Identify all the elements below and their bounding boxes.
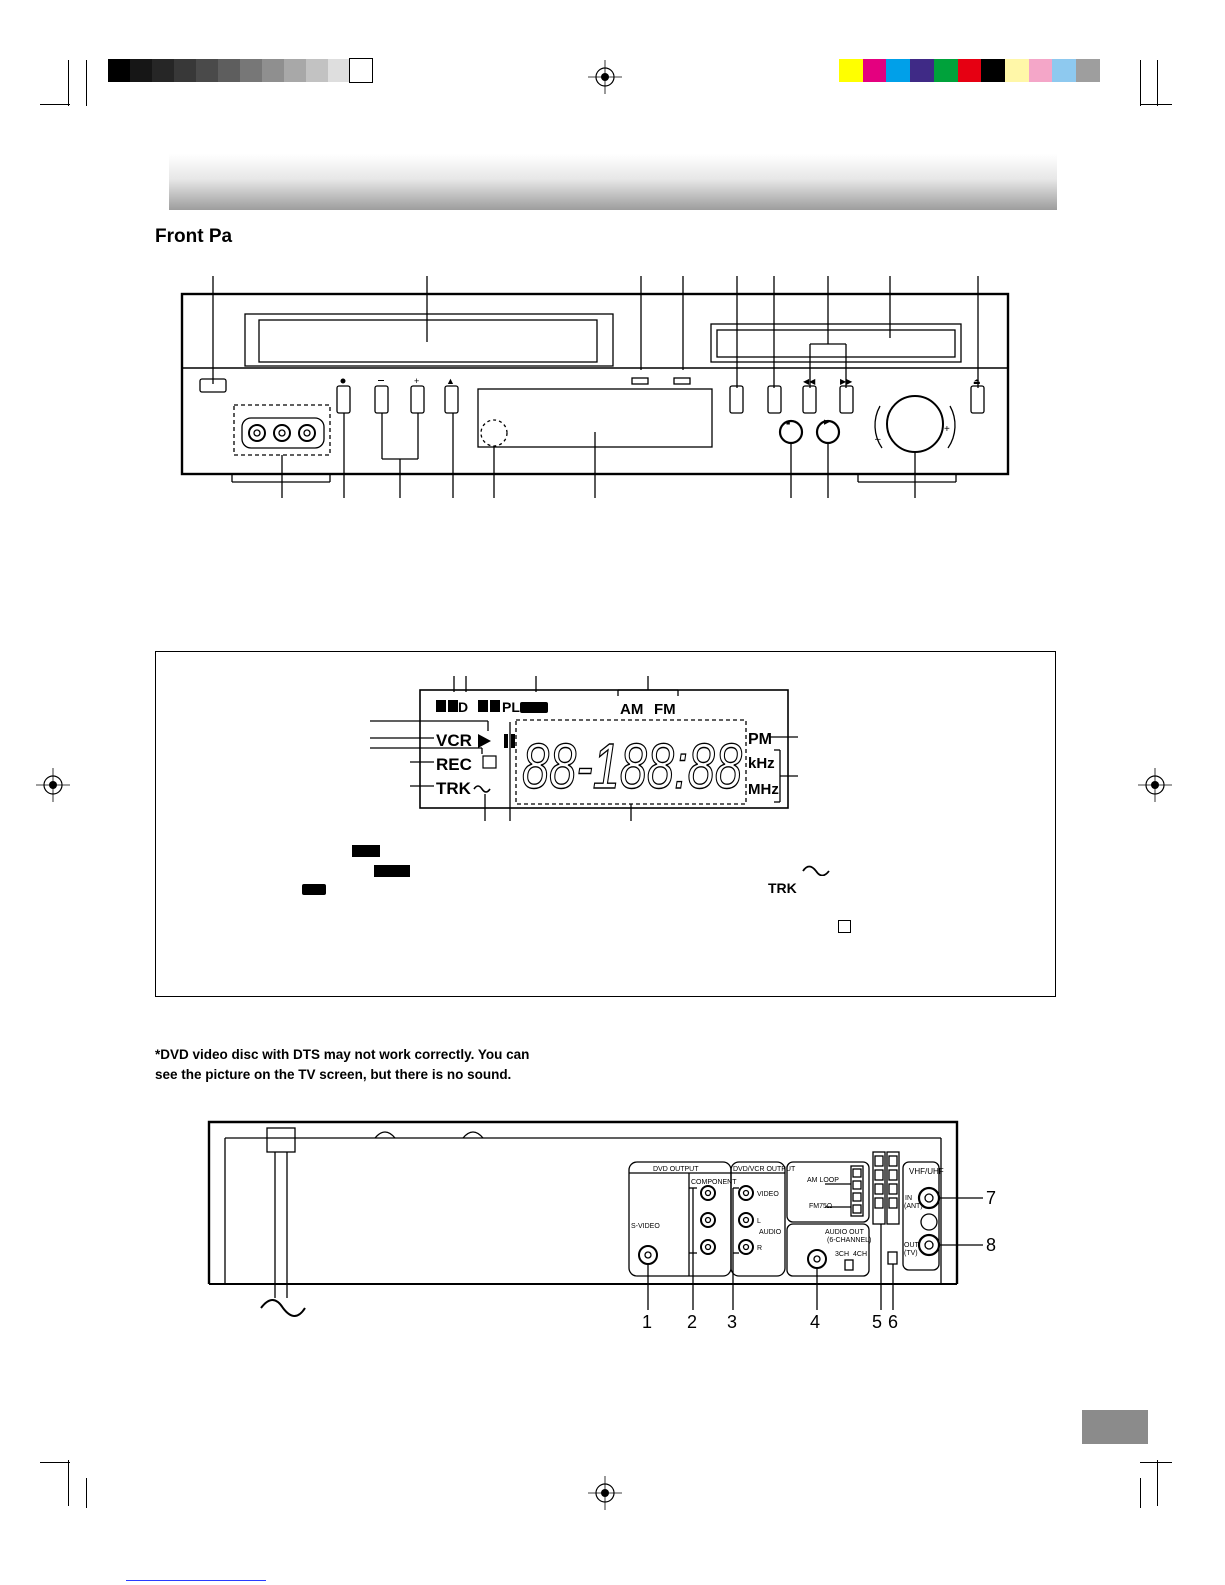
dolby-digital-legend-icon bbox=[352, 845, 380, 857]
front-panel-diagram: + ▲ ■ ▶ ◀◀ ▶▶ ⏏ – + bbox=[180, 276, 1010, 498]
svg-text:⏏: ⏏ bbox=[973, 377, 981, 386]
footnote-line-2: see the picture on the TV screen, but th… bbox=[155, 1067, 512, 1082]
color-swatch bbox=[910, 59, 935, 82]
callout-4: 4 bbox=[810, 1312, 820, 1332]
six-channel-label: (6-CHANNEL) bbox=[827, 1237, 871, 1244]
seven-segment-digits: 88-188:88 bbox=[522, 730, 742, 802]
gray-swatch bbox=[130, 59, 152, 82]
crosshair-top-icon bbox=[588, 60, 622, 94]
ch4-label: 4CH bbox=[853, 1251, 867, 1258]
section-title: Front Pa bbox=[155, 226, 233, 247]
crosshair-left-icon bbox=[36, 768, 70, 802]
callout-7: 7 bbox=[986, 1188, 996, 1208]
gray-swatch bbox=[328, 59, 350, 82]
gray-swatch bbox=[218, 59, 240, 82]
cassette-icon bbox=[473, 785, 491, 793]
rec-indicator-icon bbox=[482, 755, 497, 769]
dvdvcr-output-label: DVD/VCR OUTPUT bbox=[733, 1166, 796, 1173]
trk-label: TRK bbox=[436, 779, 472, 798]
ch3-label: 3CH bbox=[835, 1251, 849, 1258]
callout-1: 1 bbox=[642, 1312, 652, 1332]
gray-swatch bbox=[306, 59, 328, 82]
fm-label: FM bbox=[654, 701, 676, 718]
color-swatch bbox=[839, 59, 863, 82]
page-number-tab bbox=[1082, 1410, 1148, 1444]
svg-text:▶: ▶ bbox=[824, 419, 830, 426]
color-swatch bbox=[1052, 59, 1077, 82]
bottom-link-underline bbox=[126, 1580, 266, 1581]
color-swatch bbox=[1076, 59, 1100, 82]
dts-legend-icon bbox=[302, 884, 326, 895]
component-label: COMPONENT bbox=[691, 1179, 737, 1186]
svg-text:+: + bbox=[414, 376, 419, 386]
color-swatch bbox=[886, 59, 911, 82]
svg-text:◀◀: ◀◀ bbox=[803, 377, 816, 386]
audio-out-label: AUDIO OUT bbox=[825, 1229, 865, 1236]
am-label: AM bbox=[620, 701, 643, 718]
gray-swatch bbox=[262, 59, 284, 82]
svg-text:D: D bbox=[458, 699, 468, 715]
color-swatch bbox=[862, 59, 887, 82]
gray-swatch bbox=[152, 59, 174, 82]
mhz-label: MHz bbox=[748, 781, 779, 798]
callout-5: 5 bbox=[872, 1312, 882, 1332]
callout-2: 2 bbox=[687, 1312, 697, 1332]
color-swatch bbox=[1004, 59, 1029, 82]
dolby-pl-legend-icon bbox=[374, 865, 410, 877]
dvd-output-label: DVD OUTPUT bbox=[653, 1166, 699, 1173]
audio-label: AUDIO bbox=[759, 1229, 782, 1236]
color-swatch bbox=[957, 59, 982, 82]
crosshair-bottom-icon bbox=[588, 1476, 622, 1510]
video-label: VIDEO bbox=[757, 1191, 779, 1198]
in-label: IN bbox=[905, 1195, 912, 1202]
am-loop-label: AM LOOP bbox=[807, 1177, 839, 1184]
tv-label: (TV) bbox=[904, 1250, 918, 1257]
color-swatch bbox=[1028, 59, 1053, 82]
color-swatch bbox=[981, 59, 1006, 82]
rear-panel-diagram: DVD OUTPUT COMPONENT DVD/VCR OUTPUT VIDE… bbox=[207, 1120, 996, 1332]
display-panel-box bbox=[155, 651, 1056, 997]
section-header-bar bbox=[169, 154, 1057, 210]
svg-text:+: + bbox=[944, 424, 950, 435]
s-video-label: S-VIDEO bbox=[631, 1223, 660, 1230]
ant-label: (ANT) bbox=[904, 1203, 923, 1210]
svg-text:▲: ▲ bbox=[446, 376, 455, 386]
svg-text:■: ■ bbox=[786, 420, 790, 427]
footnote: *DVD video disc with DTS may not work co… bbox=[155, 1045, 529, 1085]
gray-swatch bbox=[174, 59, 196, 82]
fm75-label: FM75Ω bbox=[809, 1203, 832, 1210]
gray-swatch bbox=[240, 59, 262, 82]
callout-8: 8 bbox=[986, 1235, 996, 1255]
svg-text:–: – bbox=[875, 434, 881, 445]
svg-text:▶▶: ▶▶ bbox=[840, 377, 853, 386]
display-panel-diagram: D PL AM FM VCR REC TRK PM kHz MHz 88-188… bbox=[370, 676, 798, 821]
cassette-legend-icon bbox=[802, 865, 830, 876]
footnote-line-1: *DVD video disc with DTS may not work co… bbox=[155, 1047, 530, 1062]
gray-swatch bbox=[284, 59, 306, 82]
vhf-uhf-label: VHF/UHF bbox=[909, 1167, 944, 1176]
rec-legend-icon bbox=[838, 920, 851, 933]
trk-legend-label: TRK bbox=[768, 880, 797, 896]
pm-label: PM bbox=[748, 731, 772, 748]
callout-6: 6 bbox=[888, 1312, 898, 1332]
gray-swatch bbox=[108, 59, 130, 82]
khz-label: kHz bbox=[748, 755, 775, 772]
gray-swatch bbox=[196, 59, 218, 82]
rec-label: REC bbox=[436, 755, 472, 774]
audio-l-label: L bbox=[757, 1218, 761, 1225]
audio-r-label: R bbox=[757, 1245, 762, 1252]
callout-3: 3 bbox=[727, 1312, 737, 1332]
vcr-label: VCR bbox=[436, 731, 472, 750]
color-swatch bbox=[933, 59, 958, 82]
gray-swatch bbox=[349, 58, 373, 83]
pl-label: PL bbox=[502, 699, 520, 715]
crosshair-right-icon bbox=[1138, 768, 1172, 802]
out-label: OUT bbox=[904, 1242, 920, 1249]
